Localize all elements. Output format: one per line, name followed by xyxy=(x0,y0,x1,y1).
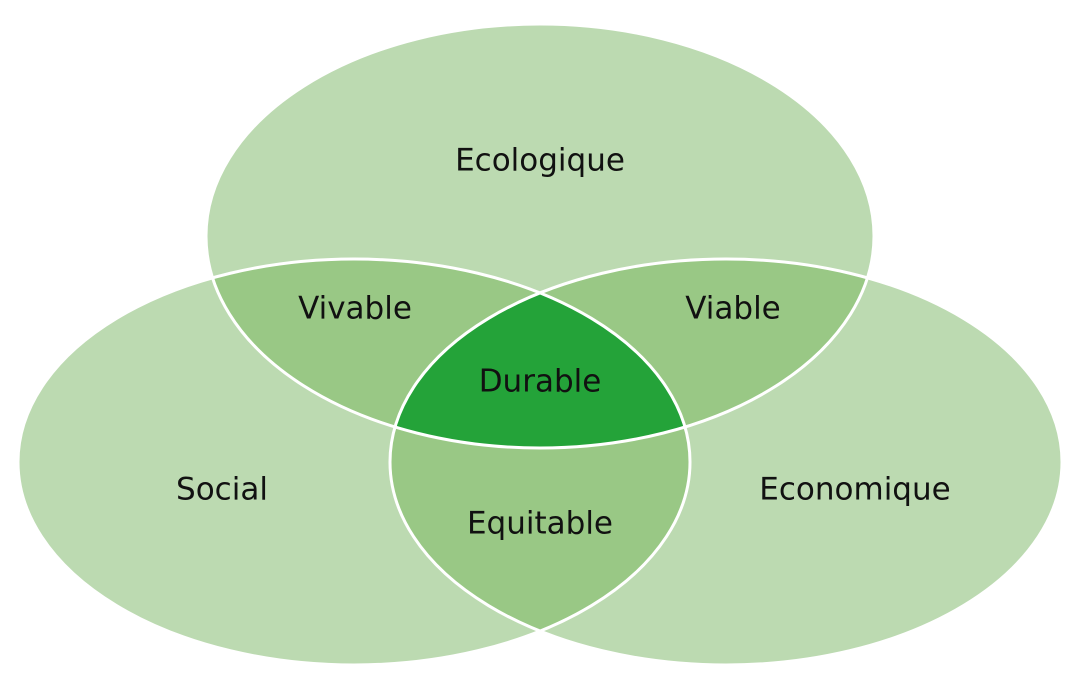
label-social: Social xyxy=(176,472,268,508)
label-durable: Durable xyxy=(479,364,602,400)
ellipse-outlines xyxy=(16,22,1064,667)
label-ecologique: Ecologique xyxy=(455,143,625,179)
region-durable xyxy=(390,259,690,448)
label-economique: Economique xyxy=(759,472,950,508)
label-vivable: Vivable xyxy=(298,291,412,327)
label-equitable: Equitable xyxy=(467,506,613,542)
label-viable: Viable xyxy=(685,291,781,327)
